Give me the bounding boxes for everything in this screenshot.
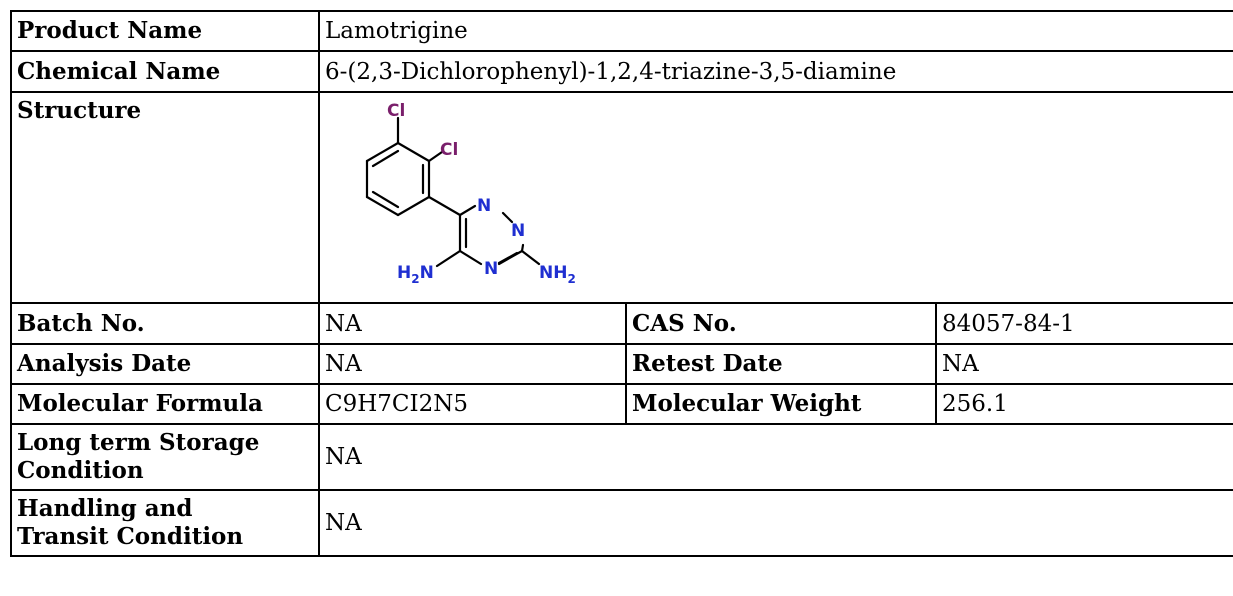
chemical-name-label: Chemical Name bbox=[10, 50, 320, 93]
cas-no-label: CAS No. bbox=[625, 302, 937, 345]
amine-group-label: H2N bbox=[397, 263, 434, 286]
cas-no-value: 84057-84-1 bbox=[934, 302, 1233, 345]
product-spec-table: Product Name Lamotrigine Chemical Name 6… bbox=[10, 10, 1233, 557]
batch-no-value: NA bbox=[318, 302, 627, 345]
structure-label: Structure bbox=[10, 91, 320, 304]
table-row: Molecular Formula C9H7CI2N5 Molecular We… bbox=[10, 383, 1233, 425]
batch-no-label: Batch No. bbox=[10, 302, 320, 345]
lamotrigine-structure-image: Cl Cl N N N H2N NH2 bbox=[365, 101, 576, 286]
analysis-date-value: NA bbox=[318, 343, 627, 385]
structure-drawing: Cl Cl N N N H2N NH2 bbox=[325, 96, 1233, 296]
table-row: Product Name Lamotrigine bbox=[10, 10, 1233, 52]
nitrogen-atom-label: N bbox=[484, 259, 498, 279]
retest-date-value: NA bbox=[934, 343, 1233, 385]
storage-condition-value: NA bbox=[317, 423, 1233, 491]
product-name-label: Product Name bbox=[10, 10, 320, 52]
chlorine-atom-label: Cl bbox=[387, 101, 405, 121]
table-row: Structure bbox=[10, 91, 1233, 304]
amine-group-label: NH2 bbox=[539, 263, 576, 286]
nitrogen-atom-label: N bbox=[477, 196, 491, 216]
molecular-formula-value: C9H7CI2N5 bbox=[318, 383, 627, 425]
chemical-name-value: 6-(2,3-Dichlorophenyl)-1,2,4-triazine-3,… bbox=[317, 50, 1233, 93]
nitrogen-atom-label: N bbox=[511, 221, 525, 241]
analysis-date-label: Analysis Date bbox=[10, 343, 320, 385]
product-name-value: Lamotrigine bbox=[317, 10, 1233, 52]
table-row: Analysis Date NA Retest Date NA bbox=[10, 343, 1233, 385]
retest-date-label: Retest Date bbox=[625, 343, 937, 385]
chlorine-atom-label: Cl bbox=[440, 140, 458, 160]
molecular-formula-label: Molecular Formula bbox=[10, 383, 320, 425]
molecular-weight-label: Molecular Weight bbox=[625, 383, 937, 425]
molecular-weight-value: 256.1 bbox=[934, 383, 1233, 425]
handling-condition-value: NA bbox=[317, 489, 1233, 557]
structure-cell: Cl Cl N N N H2N NH2 bbox=[317, 91, 1233, 304]
table-row: Chemical Name 6-(2,3-Dichlorophenyl)-1,2… bbox=[10, 50, 1233, 93]
table-row: Batch No. NA CAS No. 84057-84-1 bbox=[10, 302, 1233, 345]
